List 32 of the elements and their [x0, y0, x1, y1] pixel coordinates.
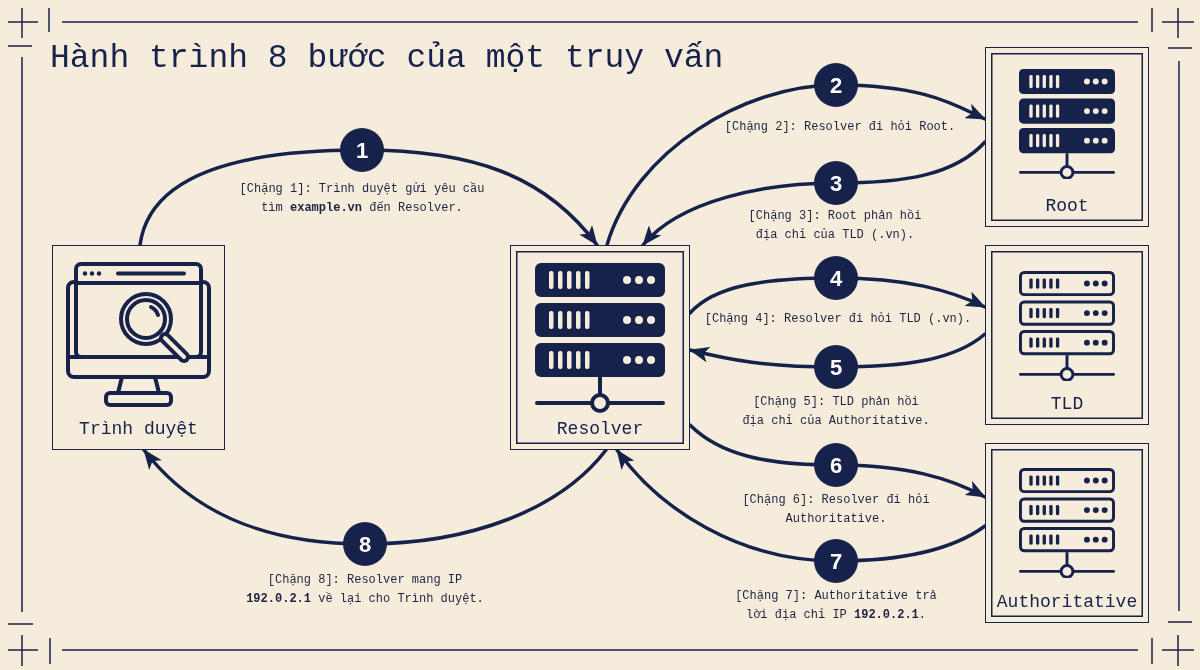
step-description: [Chặng 3]: Root phản hồi địa chỉ của TLD (.vn).: [747, 208, 923, 244]
step-number: 7: [814, 539, 858, 583]
arrow: [138, 148, 599, 247]
server-frame: [985, 443, 1149, 623]
server-frame: [985, 245, 1149, 425]
step-number: 8: [343, 522, 387, 566]
node-label: Authoritative: [995, 591, 1139, 613]
step-number: 3: [814, 161, 858, 205]
step-number: 1: [340, 128, 384, 172]
step-number: 5: [814, 345, 858, 389]
client-frame: [52, 245, 225, 450]
arrow: [142, 448, 608, 546]
step-description: [Chặng 5]: TLD phản hồi địa chỉ của Authoritative.: [741, 394, 931, 430]
step-description: [Chặng 8]: Resolver mang IP 192.0.2.1 về lại cho Trình duyệt.: [245, 572, 485, 608]
node-label: Resolver: [555, 418, 645, 440]
step-number: 4: [814, 256, 858, 300]
arrow: [605, 83, 987, 247]
server-frame: [510, 245, 690, 450]
node-label: Trình duyệt: [78, 418, 199, 440]
node-label: TLD: [1049, 393, 1085, 415]
step-description: [Chặng 6]: Resolver đi hỏi Authoritative.: [741, 492, 931, 528]
arrow: [615, 448, 987, 563]
arrow: [641, 140, 987, 247]
step-description: [Chặng 7]: Authoritative trả lời địa chỉ IP 192.0.2.1.: [734, 588, 938, 624]
step-description: [Chặng 1]: Trình duyệt gửi yêu cầu tìm example.vn đến Resolver.: [238, 181, 486, 217]
server-frame: [985, 47, 1149, 227]
step-description: [Chặng 4]: Resolver đi hỏi TLD (.vn).: [703, 311, 973, 328]
diagram-title: Hành trình 8 bước của một truy vấn: [50, 42, 724, 75]
step-description: [Chặng 2]: Resolver đi hỏi Root.: [723, 119, 957, 136]
step-number: 2: [814, 63, 858, 107]
node-label: Root: [1044, 195, 1090, 217]
step-number: 6: [814, 443, 858, 487]
